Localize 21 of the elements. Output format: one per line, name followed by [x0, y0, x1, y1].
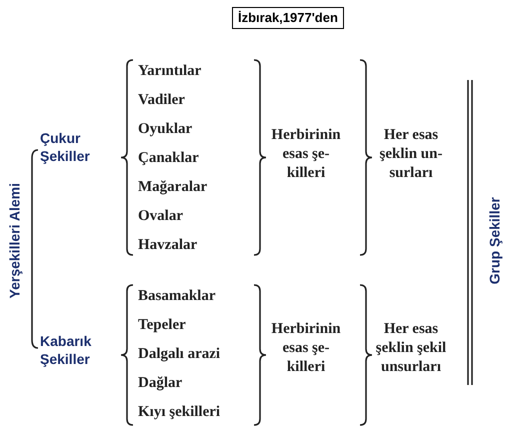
list-item: Basamaklar	[138, 287, 216, 306]
description-text: Herbirinin esas şe- killeri	[270, 320, 342, 376]
list-item: Dalgalı arazi	[138, 345, 220, 364]
description-text: Her esas şeklin şekil unsurları	[374, 320, 448, 376]
list-item: Mağaralar	[138, 178, 208, 197]
list-item: Oyuklar	[138, 120, 192, 139]
list-item: Ovalar	[138, 207, 183, 226]
category-label: Kabarık Şekiller	[40, 333, 92, 368]
vertical-heading: Grup Şekiller	[486, 196, 504, 286]
list-item: Vadiler	[138, 91, 185, 110]
list-item: Kıyı şekilleri	[138, 403, 220, 422]
vertical-heading: Yerşekilleri Alemi	[6, 182, 24, 300]
list-item: Tepeler	[138, 316, 186, 335]
list-item: Çanaklar	[138, 149, 199, 168]
description-text: Her esas şeklin un- surları	[378, 126, 444, 182]
list-item: Yarıntılar	[138, 62, 202, 81]
source-note-box: İzbırak,1977'den	[232, 7, 344, 30]
list-item: Dağlar	[138, 374, 182, 393]
category-label: Çukur Şekiller	[40, 130, 91, 165]
description-text: Herbirinin esas şe- killeri	[270, 126, 342, 182]
list-item: Havzalar	[138, 236, 198, 255]
